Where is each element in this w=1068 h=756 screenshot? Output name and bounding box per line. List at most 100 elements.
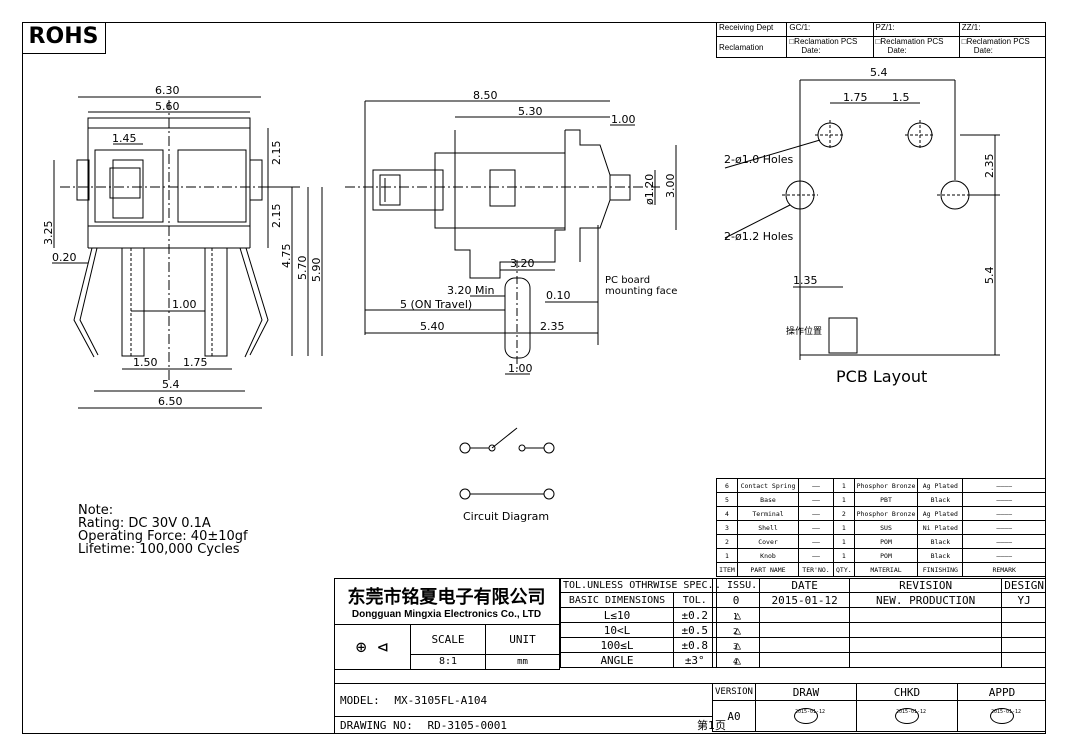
- svg-text:PCB Layout: PCB Layout: [836, 367, 927, 386]
- unit-value: mm: [485, 653, 560, 671]
- pcb-layout: [724, 79, 1000, 360]
- svg-text:4.75: 4.75: [280, 244, 293, 269]
- version-value: A0: [712, 700, 756, 732]
- svg-text:8.50: 8.50: [473, 89, 498, 102]
- svg-text:6.50: 6.50: [158, 395, 183, 408]
- appd-label: APPD: [956, 683, 1046, 701]
- svg-text:2.35: 2.35: [540, 320, 565, 333]
- svg-text:3.25: 3.25: [42, 221, 55, 246]
- receiving-table: Receiving Dept GC/1: PZ/1: ZZ/1: Reclama…: [715, 22, 1047, 58]
- note-force: Operating Force: 40±10gf: [78, 529, 248, 544]
- svg-text:0.20: 0.20: [52, 251, 77, 264]
- side-view: [52, 96, 323, 409]
- svg-text:PC board: PC board: [605, 275, 650, 286]
- svg-text:5.4: 5.4: [870, 66, 888, 79]
- svg-text:1.75: 1.75: [843, 91, 868, 104]
- side-dim-text: 6.30: [155, 84, 180, 97]
- company-cn: 东莞市铭夏电子有限公司: [347, 586, 546, 608]
- rev-marker: △2: [711, 622, 761, 638]
- svg-text:1.00: 1.00: [172, 298, 197, 311]
- svg-text:1.50: 1.50: [133, 356, 158, 369]
- rev-no: 0: [711, 592, 761, 608]
- svg-text:Circuit Diagram: Circuit Diagram: [463, 510, 549, 523]
- scale-label: SCALE: [410, 624, 486, 655]
- rev-marker: △4: [711, 652, 761, 668]
- rev-date: 2015-01-12: [759, 592, 851, 608]
- svg-text:操作位置: 操作位置: [786, 325, 822, 337]
- svg-text:2.35: 2.35: [983, 154, 996, 179]
- chkd-stamp: 2015-01-12: [855, 700, 958, 732]
- scale-value: 8:1: [410, 653, 486, 671]
- svg-text:2-ø1.0 Holes: 2-ø1.0 Holes: [724, 153, 794, 166]
- reclamation-label: Reclamation: [715, 36, 788, 58]
- note-title: Note:: [78, 503, 114, 518]
- svg-text:1.00: 1.00: [611, 113, 636, 126]
- model-label: MODEL:: [340, 694, 380, 707]
- svg-text:ø1.20: ø1.20: [643, 174, 656, 205]
- svg-text:5.30: 5.30: [518, 105, 543, 118]
- svg-text:5.60: 5.60: [155, 100, 180, 113]
- svg-text:3.00: 3.00: [664, 174, 677, 199]
- rev-marker: △1: [711, 607, 761, 623]
- title-block-left: 东莞市铭夏电子有限公司 Dongguan Mingxia Electronics…: [334, 578, 560, 671]
- svg-text:5.40: 5.40: [420, 320, 445, 333]
- svg-text:5 (ON Travel): 5 (ON Travel): [400, 298, 472, 311]
- front-view: [345, 100, 677, 375]
- svg-text:5.4: 5.4: [983, 267, 996, 285]
- design-header: DESIGN: [1001, 578, 1046, 593]
- svg-text:1.5: 1.5: [892, 91, 910, 104]
- tol-title: TOL.UNLESS OTHRWISE SPEC.: [560, 578, 717, 593]
- approval-table: VERSION DRAW CHKD APPD A0 2015-01-12 201…: [712, 683, 1046, 732]
- svg-text:2.15: 2.15: [270, 204, 283, 229]
- issu-header: . ISSU.: [711, 578, 761, 593]
- svg-text:3.20 Min: 3.20 Min: [447, 284, 495, 297]
- svg-text:1.75: 1.75: [183, 356, 208, 369]
- company-en: Dongguan Mingxia Electronics Co., LTD: [351, 608, 542, 620]
- designer: YJ: [1001, 592, 1046, 608]
- svg-text:1.45: 1.45: [112, 132, 137, 145]
- notes-block: Note: Rating: DC 30V 0.1A Operating Forc…: [78, 504, 248, 556]
- svg-text:0.10: 0.10: [546, 289, 571, 302]
- basic-dim-label: BASIC DIMENSIONS: [560, 592, 674, 608]
- company-cell: 东莞市铭夏电子有限公司 Dongguan Mingxia Electronics…: [334, 578, 560, 625]
- revision-header: REVISION: [849, 578, 1003, 593]
- rohs-badge: ROHS: [22, 22, 106, 54]
- rev-marker: △3: [711, 637, 761, 653]
- projection-symbol: ⊕ ⊲: [334, 624, 411, 670]
- tol-label: TOL.: [673, 592, 717, 608]
- svg-text:5.90: 5.90: [310, 258, 323, 283]
- page-number: 第1页: [697, 719, 726, 732]
- draw-stamp: 2015-01-12: [754, 700, 857, 732]
- svg-text:mounting face: mounting face: [605, 286, 677, 297]
- svg-text:1.00: 1.00: [508, 362, 533, 375]
- note-rating: Rating: DC 30V 0.1A: [78, 516, 211, 531]
- tolerance-table: TOL.UNLESS OTHRWISE SPEC. BASIC DIMENSIO…: [560, 578, 717, 668]
- drawing-no: RD-3105-0001: [427, 719, 507, 732]
- svg-text:3.20: 3.20: [510, 257, 535, 270]
- svg-text:2.15: 2.15: [270, 141, 283, 166]
- rev-text: NEW. PRODUCTION: [849, 592, 1003, 608]
- drawing-label: DRAWING NO:: [340, 719, 413, 732]
- chkd-label: CHKD: [855, 683, 958, 701]
- svg-text:5.70: 5.70: [296, 256, 309, 281]
- svg-text:1.35: 1.35: [793, 274, 818, 287]
- draw-label: DRAW: [754, 683, 857, 701]
- model-row: MODEL: MX-3105FL-A104: [334, 683, 712, 717]
- revision-table: . ISSU. DATE REVISION DESIGN 0 2015-01-1…: [711, 578, 1046, 668]
- unit-label: UNIT: [485, 624, 560, 655]
- svg-text:2-ø1.2 Holes: 2-ø1.2 Holes: [724, 230, 794, 243]
- appd-stamp: 2015-01-12: [956, 700, 1046, 732]
- version-label: VERSION: [712, 683, 756, 701]
- date-header: DATE: [759, 578, 851, 593]
